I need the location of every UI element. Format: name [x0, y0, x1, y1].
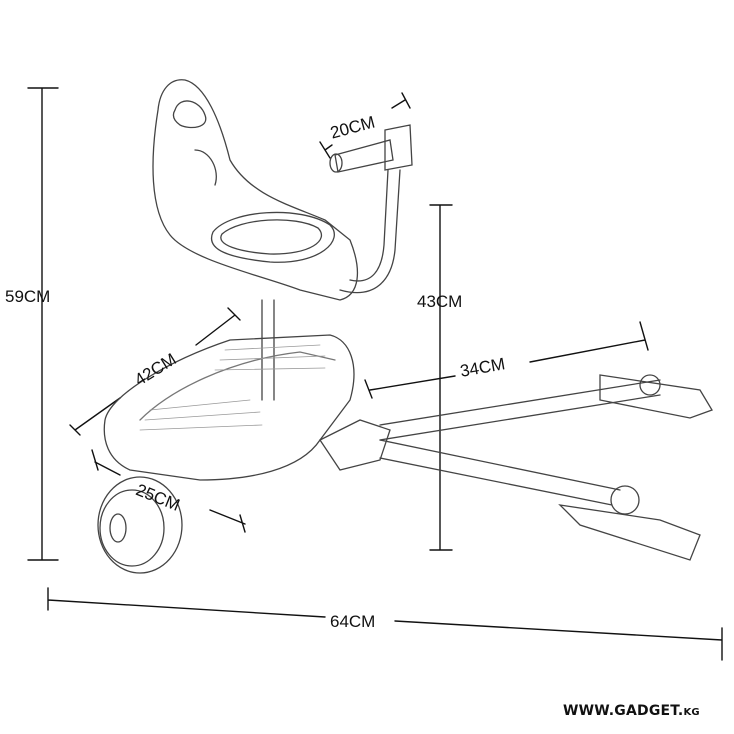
seat-height-label: 43CM [417, 292, 463, 311]
total-height-label: 59CM [5, 287, 51, 306]
watermark-main: WWW.GADGET. [563, 703, 684, 719]
total-length-label: 64CM [330, 612, 376, 631]
watermark-suffix: KG [683, 707, 700, 718]
tread-pattern [139, 344, 326, 431]
watermark: WWW.GADGET.KG [563, 703, 700, 719]
dimension-lines [27, 87, 723, 661]
